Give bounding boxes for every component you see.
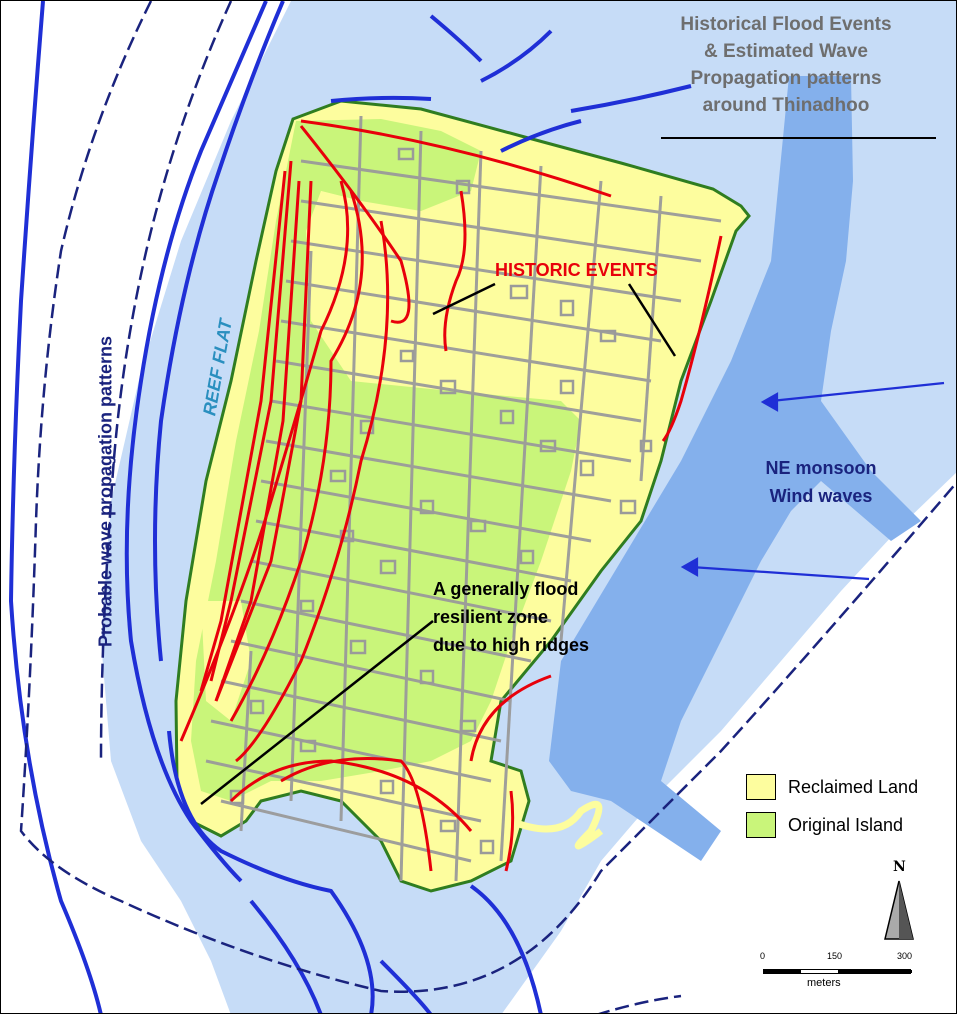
scale-tick: 0	[760, 951, 766, 961]
original-island	[191, 119, 581, 801]
monsoon-arrows	[680, 381, 945, 581]
title-line: Historical Flood Events	[680, 14, 892, 35]
title-line: & Estimated Wave	[703, 41, 868, 62]
legend-swatch	[746, 812, 776, 838]
sand-spit	[509, 800, 604, 850]
legend-item-original: Original Island	[746, 811, 918, 839]
north-arrow-icon	[884, 880, 914, 940]
reclaimed-patch	[201, 601, 251, 721]
road-network	[205, 115, 722, 882]
lagoon-channel	[549, 76, 921, 861]
resilient-zone-label: A generally flood resilient zone due to …	[433, 579, 589, 655]
reef-edge	[19, 1, 956, 1013]
legend-item-reclaimed: Reclaimed Land	[746, 773, 918, 801]
wave-lines	[8, 1, 692, 1013]
legend-label: Original Island	[788, 814, 904, 835]
map-title: Historical Flood Events & Estimated Wave…	[621, 11, 951, 119]
legend: Reclaimed Land Original Island	[746, 773, 918, 849]
scale-tick: 150	[827, 951, 843, 961]
buildings	[229, 147, 653, 855]
scale-bar-graphic	[763, 969, 912, 974]
legend-swatch	[746, 774, 776, 800]
historic-events-label: HISTORIC EVENTS	[495, 260, 658, 280]
monsoon-label: NE monsoon Wind waves	[765, 458, 877, 506]
scale-tick: 300	[897, 951, 913, 961]
wave-patterns-label: Probable wave propagation patterns	[95, 335, 116, 648]
title-line: around Thinadhoo	[702, 95, 870, 116]
historic-event-lines	[179, 119, 723, 872]
reclaimed-patch	[311, 191, 471, 331]
north-arrow: N	[881, 859, 921, 949]
title-underline	[661, 137, 936, 139]
annotation-pointers	[200, 282, 677, 805]
legend-label: Reclaimed Land	[788, 776, 919, 797]
north-letter: N	[893, 859, 906, 875]
scale-bar: 0 150 300 meters	[757, 951, 917, 1001]
title-line: Propagation patterns	[690, 68, 882, 89]
scale-unit: meters	[807, 977, 841, 989]
